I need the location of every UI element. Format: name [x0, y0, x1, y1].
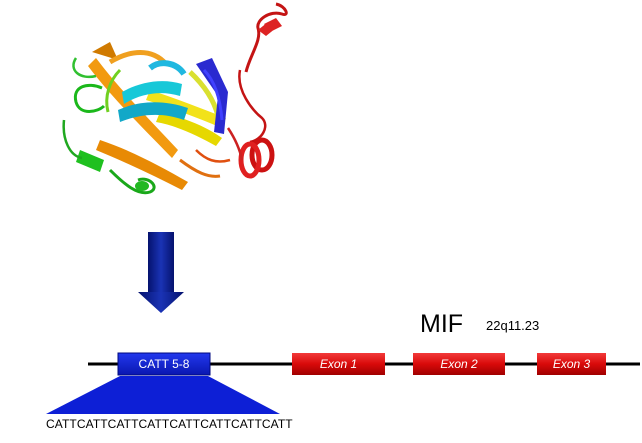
promoter-expansion [46, 376, 280, 414]
promoter-box: CATT 5-8 [117, 352, 211, 376]
protein-structure-illustration [62, 2, 288, 195]
down-arrow [138, 232, 184, 313]
exon-1-label: Exon 1 [320, 357, 357, 371]
gene-locus: 22q11.23 [486, 318, 540, 333]
promoter-label: CATT 5-8 [139, 357, 190, 371]
catt-repeat-sequence: CATTCATTCATTCATTCATTCATTCATTCATT [46, 417, 293, 431]
exon-3: Exon 3 [537, 353, 606, 375]
exon-2-label: Exon 2 [440, 357, 478, 371]
exon-3-label: Exon 3 [553, 357, 591, 371]
exon-2: Exon 2 [413, 353, 505, 375]
exon-1: Exon 1 [292, 353, 385, 375]
gene-name: MIF [420, 310, 464, 338]
